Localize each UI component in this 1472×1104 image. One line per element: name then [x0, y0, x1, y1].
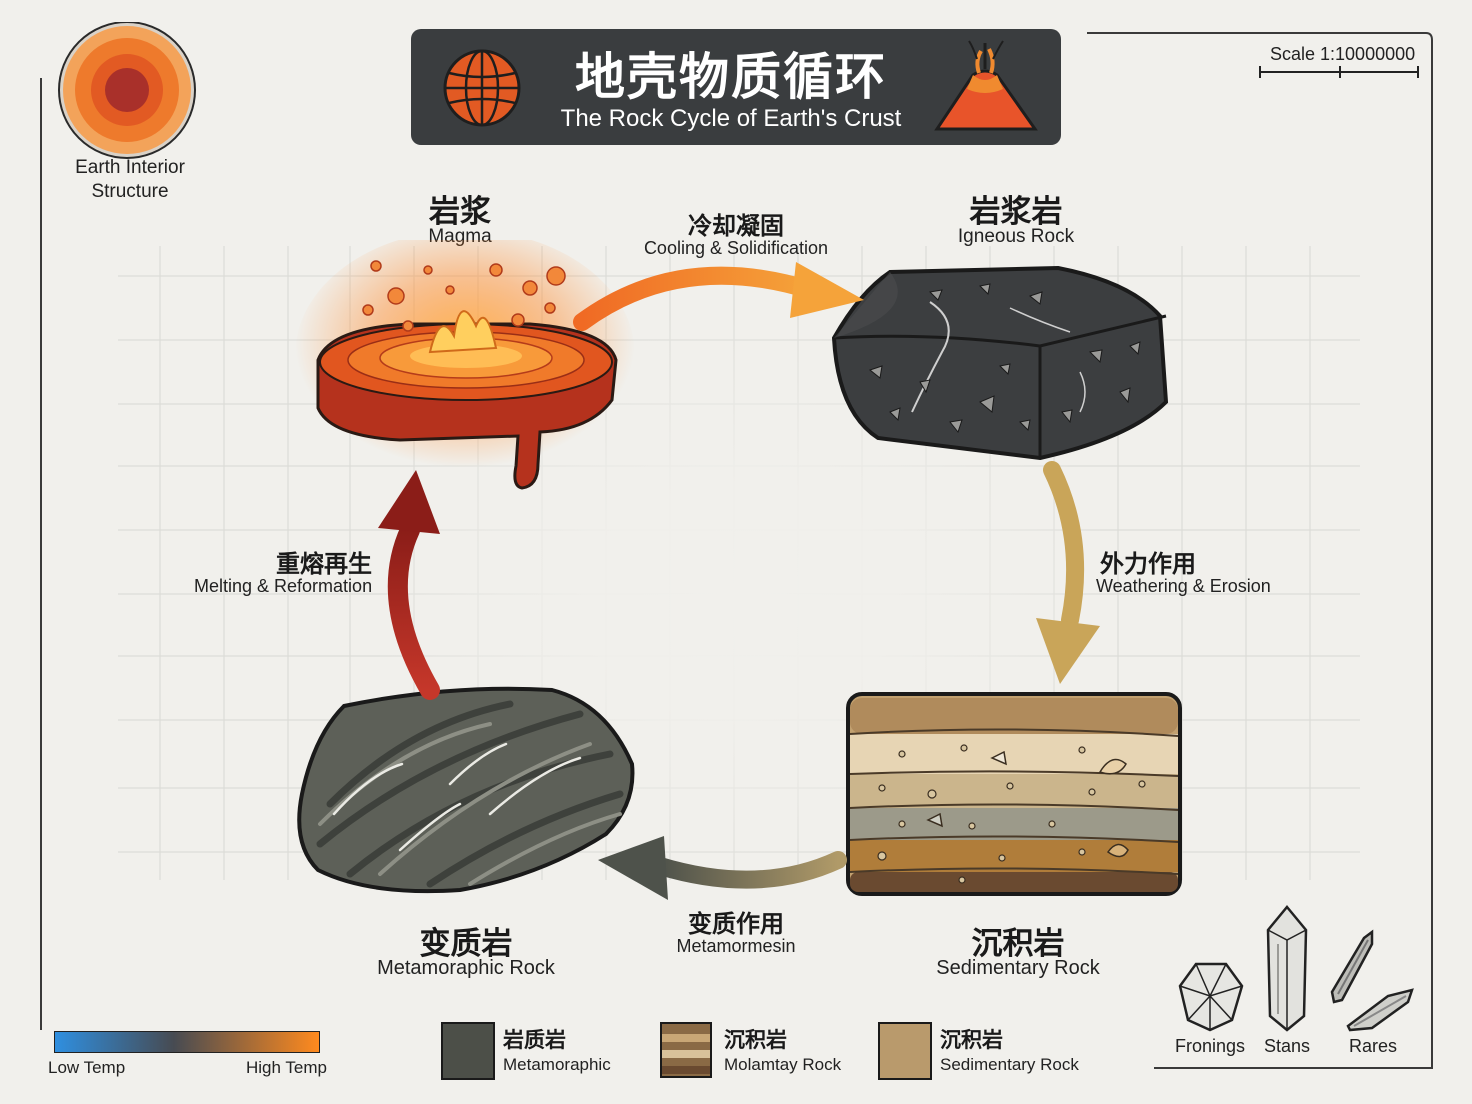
earth-interior-line1: Earth Interior: [75, 157, 185, 178]
arrow-melting: [378, 470, 440, 700]
igneous-title-cn: 岩浆岩: [969, 194, 1063, 230]
sedimentary-rock-illustration: [846, 692, 1182, 896]
volcano-icon: [934, 40, 1038, 131]
process-melting-en: Melting & Reformation: [194, 576, 373, 596]
metamorphic-title-en: Metamoraphic Rock: [377, 957, 555, 979]
earth-interior-icon: [58, 22, 196, 159]
crystal-stans-icon: [1266, 905, 1308, 1032]
crystal-rares-label: Rares: [1348, 1036, 1397, 1056]
sedimentary-title-en: Sedimentary Rock: [936, 957, 1100, 979]
legend-swatch-sedimentary: [878, 1022, 932, 1080]
title-chinese: 地壳物质循环: [575, 48, 887, 106]
arrow-cooling: [573, 262, 864, 331]
title-english: The Rock Cycle of Earth's Crust: [560, 105, 902, 132]
legend-metamorphic-cn: 岩质岩: [503, 1028, 566, 1052]
legend-swatch-molamtay: [660, 1022, 712, 1078]
legend-molamtay-en: Molamtay Rock: [724, 1055, 842, 1074]
metamorphic-rock-illustration: [297, 686, 635, 894]
scale-bar: [1259, 66, 1419, 78]
process-metamorphism-cn: 变质作用: [688, 910, 784, 938]
legend-molamtay-cn: 沉积岩: [724, 1028, 787, 1052]
igneous-rock-illustration: [831, 265, 1169, 461]
arrow-weathering: [1036, 461, 1100, 684]
igneous-title-en: Igneous Rock: [957, 226, 1075, 247]
process-metamorphism-en: Metamormesin: [676, 936, 796, 956]
crystal-fronings-icon: [1178, 962, 1244, 1032]
crystal-rares-icon: [1330, 929, 1414, 1032]
magma-illustration: [295, 240, 635, 490]
arrow-metamorphism: [598, 836, 847, 900]
crystal-stans-label: Stans: [1263, 1036, 1311, 1056]
process-weathering-en: Weathering & Erosion: [1096, 576, 1271, 596]
metamorphic-title-cn: 变质岩: [419, 926, 513, 962]
temp-high-label: High Temp: [246, 1058, 327, 1077]
scale-label: Scale 1:10000000: [1270, 44, 1416, 64]
legend-sedimentary-cn: 沉积岩: [940, 1028, 1003, 1052]
title-banner: 地壳物质循环 The Rock Cycle of Earth's Crust: [411, 29, 1061, 145]
magma-title-cn: 岩浆: [429, 194, 491, 230]
earth-interior-label: Earth Interior Structure: [40, 156, 220, 204]
earth-interior-line2: Structure: [91, 181, 169, 202]
temp-low-label: Low Temp: [48, 1058, 126, 1077]
legend-swatch-metamorphic: [441, 1022, 495, 1080]
process-weathering-cn: 外力作用: [1100, 550, 1196, 578]
process-cooling-cn: 冷却凝固: [688, 212, 784, 240]
sedimentary-title-cn: 沉积岩: [971, 926, 1065, 962]
process-melting-cn: 重熔再生: [276, 550, 372, 578]
temperature-gradient-bar: [54, 1031, 320, 1053]
process-cooling-en: Cooling & Solidification: [643, 238, 829, 258]
legend-sedimentary-en: Sedimentary Rock: [940, 1055, 1079, 1074]
globe-icon: [443, 49, 521, 127]
legend-metamorphic-en: Metamoraphic: [503, 1055, 611, 1074]
crystal-fronings-label: Fronings: [1174, 1036, 1246, 1056]
